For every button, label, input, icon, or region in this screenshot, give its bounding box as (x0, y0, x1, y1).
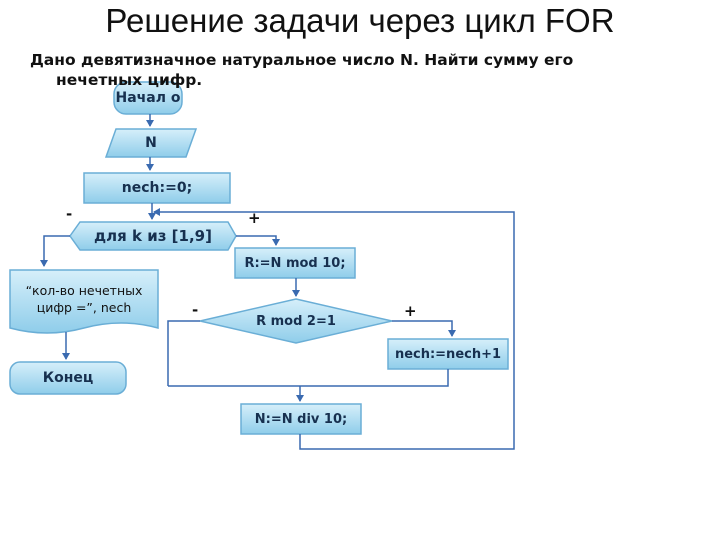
increment-label: nech:=nech+1 (394, 346, 502, 362)
condition-diamond-shape (199, 298, 393, 344)
condition-plus-label: + (404, 302, 417, 320)
div-label: N:=N div 10; (254, 411, 348, 427)
page-title: Решение задачи через цикл FOR (105, 2, 615, 39)
connector-loop-exit (40, 235, 70, 267)
connector-increment-merge (168, 369, 449, 387)
condition-minus-label: - (192, 301, 199, 319)
condition-label: R mod 2=1 (256, 313, 336, 329)
problem-statement: Дано девятизначное натуральное число N. … (30, 50, 680, 90)
output-document-shape (9, 269, 159, 334)
increment-process-shape (387, 338, 509, 370)
mod-label: R:=N mod 10; (244, 255, 346, 271)
end-terminal-shape (9, 361, 127, 395)
connector-loop-back (153, 208, 515, 450)
end-label: Конец (42, 370, 94, 386)
problem-statement-line1: Дано девятизначное натуральное число N. … (30, 51, 574, 69)
output-label: “кол-во нечетных цифр =”, nech (25, 283, 143, 315)
connector-loop-mod (236, 235, 280, 246)
connector-condition-minus (167, 320, 200, 386)
problem-statement-line2: нечетных цифр. (56, 71, 203, 89)
start-label: Начал о (115, 89, 181, 106)
div-process-shape (240, 403, 362, 435)
connector-condition-plus (392, 320, 456, 337)
init-process-shape (83, 172, 231, 204)
loop-label: для k из [1,9] (94, 227, 212, 245)
loop-exit-minus-label: - (66, 205, 73, 223)
init-label: nech:=0; (121, 180, 193, 196)
loop-body-plus-label: + (248, 209, 261, 227)
input-label: N (145, 135, 157, 151)
mod-process-shape (234, 247, 356, 279)
input-parallelogram-shape (104, 128, 198, 158)
start-terminal-shape (113, 81, 183, 115)
